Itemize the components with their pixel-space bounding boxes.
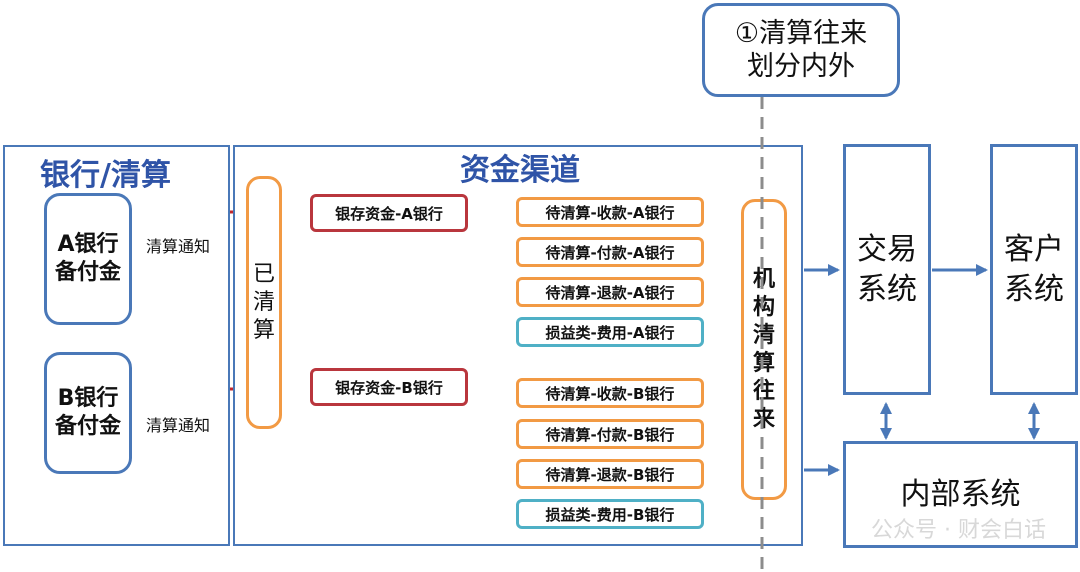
bank-b-line-1: B银行 — [57, 386, 119, 411]
cleared-char-1: 已 — [252, 261, 275, 287]
trade-line-1: 交易 — [857, 231, 917, 267]
pending-refund-a-box: 待清算-退款-A银行 — [516, 277, 704, 307]
bank-b-line-2: 备付金 — [54, 414, 121, 439]
trade-system-box: 交易 系统 — [843, 144, 931, 395]
bank-panel-title: 银行/清算 — [40, 158, 171, 193]
pending-payment-b-box: 待清算-付款-B银行 — [516, 419, 704, 449]
pending-receipt-a-box: 待清算-收款-A银行 — [516, 197, 704, 227]
cleared-char-2: 清 — [252, 289, 275, 315]
clearing-notice-b-label: 清算通知 — [146, 416, 211, 435]
institution-char-4: 算 — [752, 350, 775, 376]
institution-clearing-box: 机 构 清 算 往 来 — [741, 199, 787, 500]
deposit-a-box: 银存资金-A银行 — [310, 194, 468, 232]
callout-line-1: ①清算往来 — [734, 18, 868, 49]
bank-b-reserve-box: B银行 备付金 — [44, 352, 132, 474]
watermark: 公众号 · 财会白话 — [871, 518, 1046, 543]
fee-expense-a-box: 损益类-费用-A银行 — [516, 317, 704, 347]
internal-system-box: 内部系统 — [843, 441, 1078, 548]
fee-expense-b-box: 损益类-费用-B银行 — [516, 499, 704, 529]
institution-char-1: 机 — [752, 266, 775, 292]
deposit-b-box: 银存资金-B银行 — [310, 368, 468, 406]
institution-char-3: 清 — [752, 322, 775, 348]
institution-char-5: 往 — [752, 378, 775, 404]
clearing-notice-a-label: 清算通知 — [146, 237, 211, 256]
customer-system-box: 客户 系统 — [990, 144, 1078, 395]
customer-line-2: 系统 — [1004, 271, 1064, 307]
callout-line-2: 划分内外 — [747, 51, 855, 82]
pending-refund-b-box: 待清算-退款-B银行 — [516, 459, 704, 489]
cleared-box: 已 清 算 — [246, 176, 282, 429]
bank-a-reserve-box: A银行 备付金 — [44, 193, 132, 325]
trade-line-2: 系统 — [857, 271, 917, 307]
bank-a-line-1: A银行 — [57, 232, 119, 257]
callout-bubble: ①清算往来 划分内外 — [702, 3, 900, 97]
customer-line-1: 客户 — [1004, 231, 1064, 267]
channel-panel-title: 资金渠道 — [460, 153, 580, 188]
institution-char-2: 构 — [752, 294, 775, 320]
pending-receipt-b-box: 待清算-收款-B银行 — [516, 378, 704, 408]
bank-clearing-panel — [3, 145, 230, 546]
institution-char-6: 来 — [752, 406, 775, 432]
bank-a-line-2: 备付金 — [54, 260, 121, 285]
pending-payment-a-box: 待清算-付款-A银行 — [516, 237, 704, 267]
cleared-char-3: 算 — [252, 317, 275, 343]
